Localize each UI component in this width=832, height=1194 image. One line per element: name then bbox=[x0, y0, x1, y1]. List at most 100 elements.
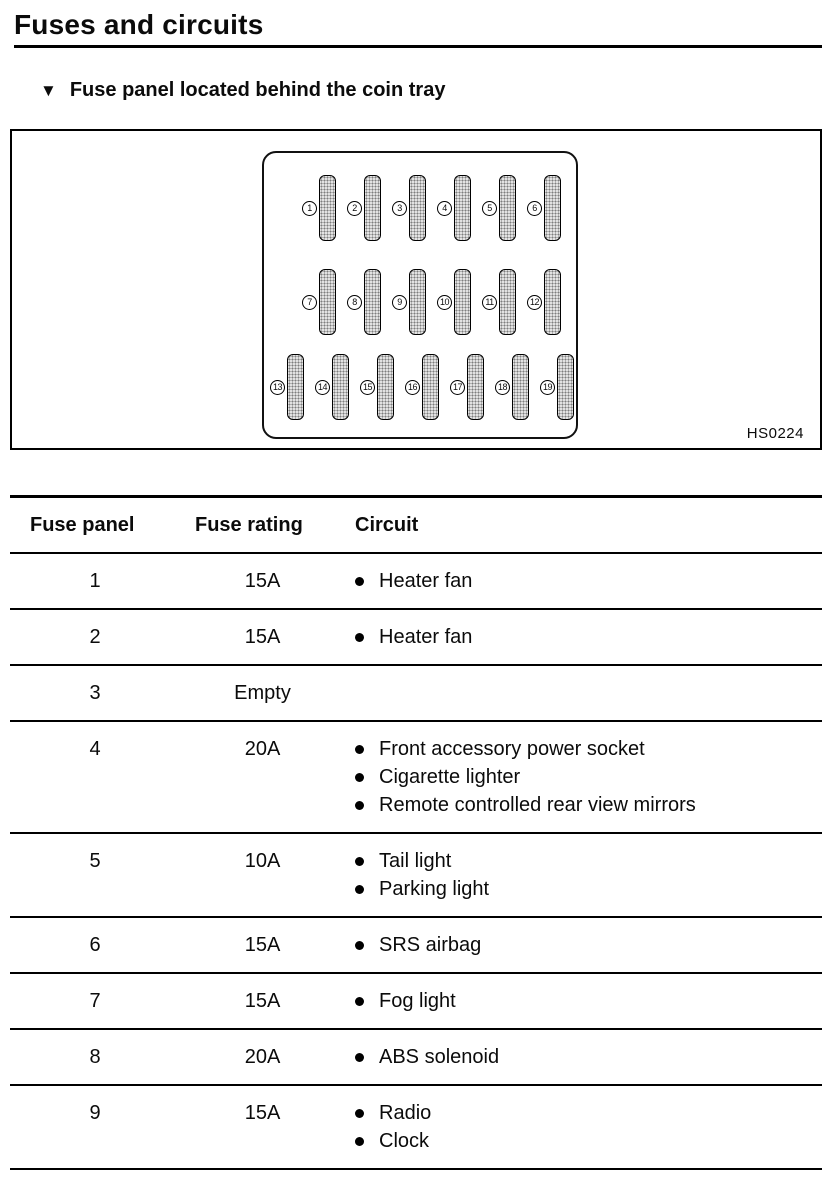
fuse-panel-number: 6 bbox=[10, 917, 180, 974]
circuit-list: Heater fan bbox=[345, 553, 822, 610]
fuse-icon bbox=[287, 354, 304, 420]
bullet-icon bbox=[355, 773, 364, 782]
figure-code: HS0224 bbox=[746, 425, 804, 442]
fuse-number-badge: 3 bbox=[392, 200, 407, 216]
circuit-item: Fog light bbox=[355, 987, 822, 1015]
fuse-unit: 10 bbox=[437, 269, 471, 335]
fuse-number-badge: 4 bbox=[437, 200, 452, 216]
fuse-icon bbox=[422, 354, 439, 420]
fuse-number-badge: 17 bbox=[450, 379, 465, 395]
bullet-icon bbox=[355, 801, 364, 810]
fuse-unit: 2 bbox=[347, 175, 381, 241]
circuit-item: Remote controlled rear view mirrors bbox=[355, 791, 822, 819]
fuse-panel-number: 3 bbox=[10, 665, 180, 722]
circuit-list: SRS airbag bbox=[345, 917, 822, 974]
circuit-name: Heater fan bbox=[379, 570, 473, 592]
bullet-icon bbox=[355, 1053, 364, 1062]
fuse-unit: 16 bbox=[405, 354, 439, 420]
fuse-unit: 12 bbox=[527, 269, 561, 335]
fuse-number-badge: 16 bbox=[405, 379, 420, 395]
fuse-icon bbox=[557, 354, 574, 420]
bullet-icon bbox=[355, 633, 364, 642]
fuse-number-badge: 12 bbox=[527, 294, 542, 310]
fuse-rating: 15A bbox=[180, 553, 345, 610]
fuse-unit: 3 bbox=[392, 175, 426, 241]
fuse-unit: 19 bbox=[540, 354, 574, 420]
fuse-panel-number: 8 bbox=[10, 1029, 180, 1086]
header-fuse-rating: Fuse rating bbox=[180, 495, 345, 554]
fuse-unit: 17 bbox=[450, 354, 484, 420]
circuit-item: ABS solenoid bbox=[355, 1043, 822, 1071]
fuse-rating: 20A bbox=[180, 1029, 345, 1086]
fuse-unit: 9 bbox=[392, 269, 426, 335]
fuse-unit: 1 bbox=[302, 175, 336, 241]
fuse-panel-number: 2 bbox=[10, 609, 180, 666]
fuse-number-badge: 9 bbox=[392, 294, 407, 310]
circuit-list: Heater fan bbox=[345, 609, 822, 666]
fuse-table-head: Fuse panel Fuse rating Circuit bbox=[10, 495, 822, 554]
fuse-icon bbox=[332, 354, 349, 420]
fuse-number-badge: 2 bbox=[347, 200, 362, 216]
fuse-rating: Empty bbox=[180, 665, 345, 722]
fuse-unit: 11 bbox=[482, 269, 516, 335]
fuse-unit: 5 bbox=[482, 175, 516, 241]
manual-page: Fuses and circuits ▼ Fuse panel located … bbox=[0, 10, 832, 1170]
fuse-icon bbox=[512, 354, 529, 420]
fuse-icon bbox=[544, 269, 561, 335]
circuit-list: Fog light bbox=[345, 973, 822, 1030]
circuit-item: Clock bbox=[355, 1127, 822, 1155]
fuse-number-badge: 11 bbox=[482, 294, 497, 310]
fuse-icon bbox=[409, 269, 426, 335]
circuit-item: SRS airbag bbox=[355, 931, 822, 959]
table-header-row: Fuse panel Fuse rating Circuit bbox=[10, 495, 822, 554]
fuse-row: 7 8 9 10 11 12 bbox=[264, 269, 576, 335]
fuse-unit: 6 bbox=[527, 175, 561, 241]
circuit-item: Front accessory power socket bbox=[355, 735, 822, 763]
fuse-unit: 14 bbox=[315, 354, 349, 420]
bullet-icon bbox=[355, 1109, 364, 1118]
circuit-name: Clock bbox=[379, 1130, 430, 1152]
fuse-rating: 15A bbox=[180, 917, 345, 974]
fuse-number-badge: 5 bbox=[482, 200, 497, 216]
fuse-number-badge: 10 bbox=[437, 294, 452, 310]
fuse-panel-number: 4 bbox=[10, 721, 180, 834]
circuit-name: Radio bbox=[379, 1102, 432, 1124]
fuse-panel-number: 7 bbox=[10, 973, 180, 1030]
fuse-unit: 18 bbox=[495, 354, 529, 420]
fuse-icon bbox=[454, 269, 471, 335]
bullet-icon bbox=[355, 941, 364, 950]
bullet-icon bbox=[355, 997, 364, 1006]
fuse-unit: 15 bbox=[360, 354, 394, 420]
bullet-icon bbox=[355, 1137, 364, 1146]
fuse-unit: 8 bbox=[347, 269, 381, 335]
page-title: Fuses and circuits bbox=[14, 9, 264, 40]
circuit-name: ABS solenoid bbox=[379, 1046, 500, 1068]
circuit-name: Fog light bbox=[379, 990, 456, 1012]
fuse-rating: 15A bbox=[180, 973, 345, 1030]
circuit-item: Parking light bbox=[355, 875, 822, 903]
circuit-name: Parking light bbox=[379, 878, 490, 900]
fuse-rating: 15A bbox=[180, 609, 345, 666]
circuit-item: Heater fan bbox=[355, 567, 822, 595]
bullet-icon bbox=[355, 885, 364, 894]
circuit-name: Heater fan bbox=[379, 626, 473, 648]
fuse-number-badge: 8 bbox=[347, 294, 362, 310]
fuse-number-badge: 7 bbox=[302, 294, 317, 310]
circuit-name: Tail light bbox=[379, 850, 452, 872]
circuit-item: Cigarette lighter bbox=[355, 763, 822, 791]
fuse-number-badge: 6 bbox=[527, 200, 542, 216]
fuse-number-badge: 1 bbox=[302, 200, 317, 216]
